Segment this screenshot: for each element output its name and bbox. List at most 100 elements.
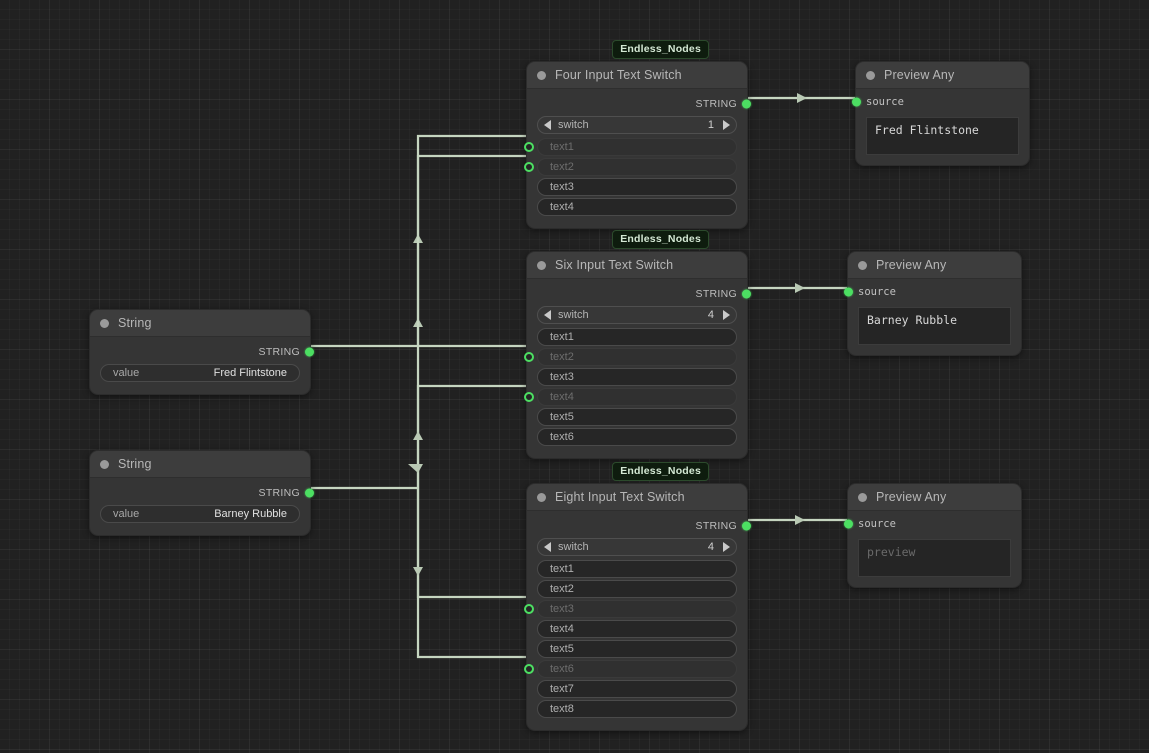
node-header[interactable]: Eight Input Text Switch: [527, 484, 747, 511]
output-port-dot[interactable]: [305, 347, 314, 356]
widget-text-text3[interactable]: text3: [524, 600, 737, 618]
output-slot-label: STRING: [695, 519, 737, 532]
combo-right-group[interactable]: 4: [708, 309, 730, 321]
widget-text-label: text1: [550, 331, 574, 343]
output-port-dot[interactable]: [742, 521, 751, 530]
collapse-dot-icon[interactable]: [537, 260, 546, 270]
widget-combo-switch[interactable]: switch 4: [537, 306, 737, 324]
node-header[interactable]: Preview Any: [856, 62, 1029, 89]
combo-label: switch: [558, 119, 589, 131]
output-slot-string[interactable]: STRING: [537, 285, 751, 302]
collapse-dot-icon[interactable]: [100, 459, 109, 469]
widget-text-text5[interactable]: text5: [537, 408, 737, 426]
collapse-dot-icon[interactable]: [866, 70, 875, 80]
output-port-dot[interactable]: [305, 488, 314, 497]
output-slot-string[interactable]: STRING: [100, 343, 314, 360]
node-header[interactable]: String: [90, 451, 310, 478]
node-category-badge: Endless_Nodes: [612, 462, 709, 481]
widget-text-label: text1: [550, 563, 574, 575]
node-header[interactable]: Six Input Text Switch: [527, 252, 747, 279]
input-port-ring-text3[interactable]: [524, 604, 534, 614]
input-port-ring-text6[interactable]: [524, 664, 534, 674]
output-slot-string[interactable]: STRING: [537, 95, 751, 112]
output-slot-label: STRING: [695, 97, 737, 110]
widget-text-text1[interactable]: text1: [537, 328, 737, 346]
widget-text-text6[interactable]: text6: [524, 660, 737, 678]
input-port-ring-text2[interactable]: [524, 352, 534, 362]
widget-combo-switch[interactable]: switch 4: [537, 538, 737, 556]
node-header[interactable]: Preview Any: [848, 252, 1021, 279]
input-slot-label: source: [858, 518, 896, 530]
arrow-left-icon[interactable]: [544, 542, 551, 552]
widget-text-text7[interactable]: text7: [537, 680, 737, 698]
widget-text-text6[interactable]: text6: [537, 428, 737, 446]
preview-text-box[interactable]: preview: [858, 539, 1011, 577]
input-slot-source[interactable]: source: [844, 517, 1011, 531]
combo-label: switch: [558, 541, 589, 553]
widget-text-text2[interactable]: text2: [524, 158, 737, 176]
widget-text-label: text2: [550, 161, 574, 173]
widget-text-text3[interactable]: text3: [537, 368, 737, 386]
widget-text-text4[interactable]: text4: [537, 198, 737, 216]
widget-text-text5[interactable]: text5: [537, 640, 737, 658]
widget-text-text1[interactable]: text1: [537, 560, 737, 578]
output-slot-string[interactable]: STRING: [100, 484, 314, 501]
node-preview-any-3[interactable]: Preview Any source preview: [844, 483, 1022, 588]
widget-text-text4[interactable]: text4: [537, 620, 737, 638]
collapse-dot-icon[interactable]: [858, 492, 867, 502]
combo-right-group[interactable]: 1: [708, 119, 730, 131]
preview-text-box[interactable]: Barney Rubble: [858, 307, 1011, 345]
widget-combo-switch[interactable]: switch 1: [537, 116, 737, 134]
collapse-dot-icon[interactable]: [537, 492, 546, 502]
input-slot-source[interactable]: source: [844, 285, 1011, 299]
link-string1-to-four-text1: [416, 134, 526, 346]
combo-left-group[interactable]: switch: [544, 309, 589, 321]
arrow-right-icon[interactable]: [723, 120, 730, 130]
output-slot-string[interactable]: STRING: [537, 517, 751, 534]
node-header[interactable]: Four Input Text Switch: [527, 62, 747, 89]
collapse-dot-icon[interactable]: [537, 70, 546, 80]
widget-text-text1[interactable]: text1: [524, 138, 737, 156]
input-port-ring-text4[interactable]: [524, 392, 534, 402]
widget-text-text3[interactable]: text3: [537, 178, 737, 196]
input-port-dot[interactable]: [852, 97, 861, 107]
widget-text-text2[interactable]: text2: [524, 348, 737, 366]
output-port-dot[interactable]: [742, 99, 751, 108]
node-header[interactable]: Preview Any: [848, 484, 1021, 511]
input-slot-source[interactable]: source: [852, 95, 1019, 109]
arrow-right-icon[interactable]: [723, 542, 730, 552]
arrow-left-icon[interactable]: [544, 120, 551, 130]
input-port-ring-text1[interactable]: [524, 142, 534, 152]
input-port-dot[interactable]: [844, 287, 853, 297]
node-category-badge: Endless_Nodes: [612, 230, 709, 249]
widget-text-text2[interactable]: text2: [537, 580, 737, 598]
collapse-dot-icon[interactable]: [858, 260, 867, 270]
input-port-ring-text2[interactable]: [524, 162, 534, 172]
node-title: Eight Input Text Switch: [555, 490, 685, 504]
arrow-left-icon[interactable]: [544, 310, 551, 320]
combo-left-group[interactable]: switch: [544, 119, 589, 131]
arrow-right-icon[interactable]: [723, 310, 730, 320]
combo-right-group[interactable]: 4: [708, 541, 730, 553]
input-port-dot[interactable]: [844, 519, 853, 529]
widget-text-text8[interactable]: text8: [537, 700, 737, 718]
collapse-dot-icon[interactable]: [100, 318, 109, 328]
output-port-dot[interactable]: [742, 289, 751, 298]
combo-left-group[interactable]: switch: [544, 541, 589, 553]
preview-text-box[interactable]: Fred Flintstone: [866, 117, 1019, 155]
widget-text-text4[interactable]: text4: [524, 388, 737, 406]
node-header[interactable]: String: [90, 310, 310, 337]
